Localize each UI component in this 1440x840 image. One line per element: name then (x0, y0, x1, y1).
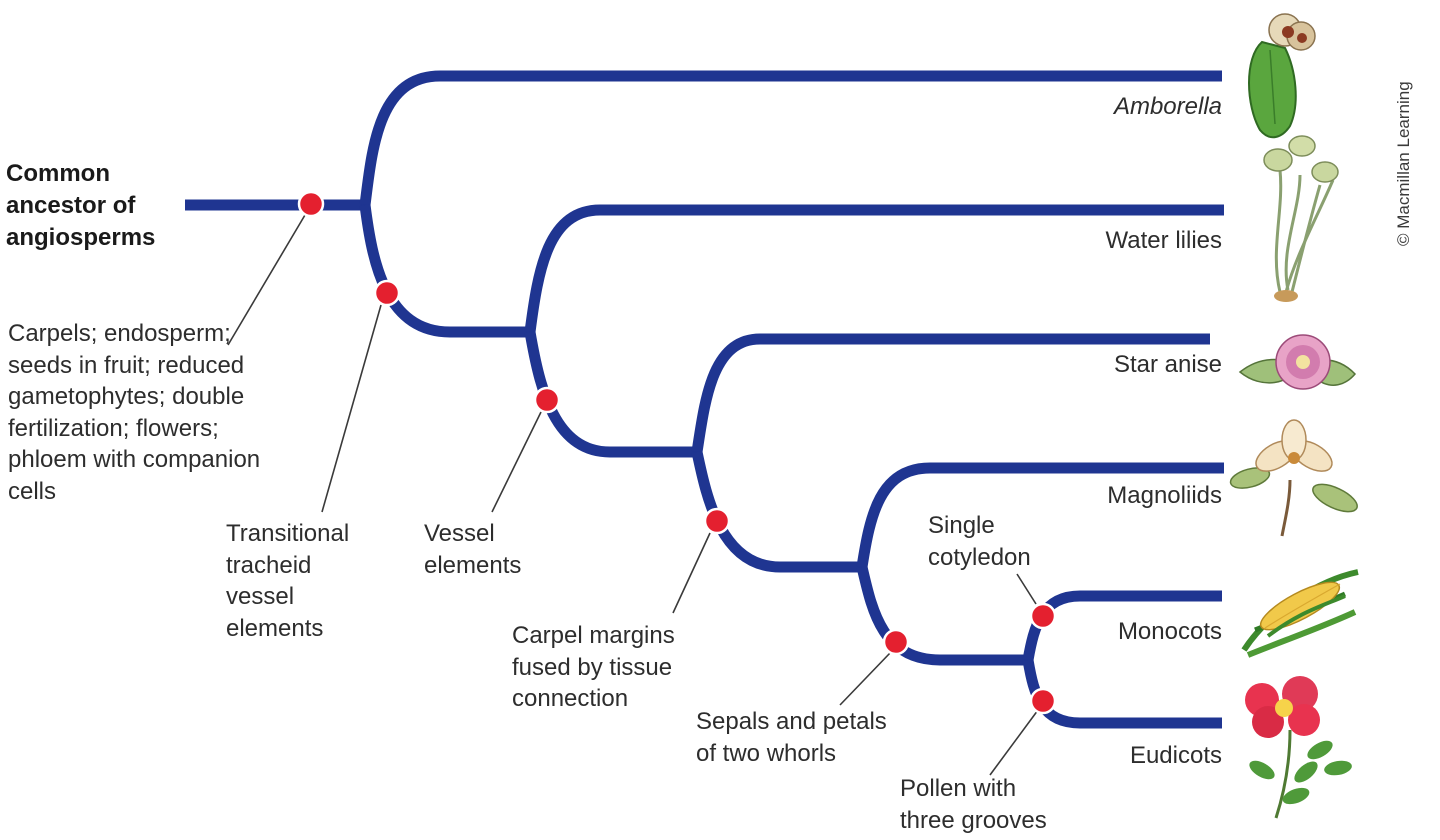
branch-stem-4 (856, 565, 1028, 666)
taxon-magnoliids: Magnoliids (1107, 482, 1222, 509)
taxon-eudicots: Eudicots (1129, 742, 1222, 769)
marker-angiosperm (297, 190, 325, 218)
leader-lines (227, 214, 1039, 776)
trait-label-cotyledon: Single cotyledon (928, 512, 1031, 571)
taxon-water-lilies: Water lilies (1105, 227, 1222, 254)
marker-sepals (882, 628, 910, 656)
branch-magnoliids (856, 462, 1224, 568)
marker-cotyledon (1029, 602, 1057, 630)
copyright-credit: © Macmillan Learning (1394, 81, 1413, 246)
taxon-star-anise: Star anise (1113, 351, 1222, 378)
branch-water-lilies (524, 204, 1224, 333)
branch-star-anise (691, 333, 1210, 453)
leader-carpel (672, 532, 711, 614)
marker-pollen (1029, 687, 1057, 715)
branch-stem-1 (359, 204, 530, 338)
leader-angiosperm (227, 214, 306, 346)
branch-amborella (359, 70, 1222, 206)
taxon-monocots: Monocots (1117, 618, 1222, 645)
trait-label-pollen: Pollen with three grooves (900, 775, 1047, 834)
marker-carpel (703, 507, 731, 535)
leader-cotyledon (1016, 573, 1037, 605)
branch-stem-2 (524, 331, 697, 458)
tree-branches (185, 70, 1224, 729)
magnolia-flower-illustration (1229, 419, 1358, 537)
trait-label-tracheid: Transitional tracheid vessel elements (226, 520, 350, 642)
leader-sepals (839, 652, 891, 706)
amborella-flower-illustration (1248, 13, 1316, 139)
branch-eudicots (1022, 659, 1222, 729)
rose-illustration (1245, 676, 1352, 819)
trait-label-sepals: Sepals and petals of two whorls (696, 708, 887, 767)
marker-tracheid (373, 279, 401, 307)
trait-label-vessel: Vessel elements (424, 520, 522, 579)
trait-label-angiosperm: Carpels; endosperm; seeds in fruit; redu… (8, 320, 261, 505)
taxon-amborella: Amborella (1113, 93, 1222, 120)
corn-illustration (1241, 569, 1359, 658)
trait-label-carpel: Carpel margins fused by tissue connectio… (512, 622, 675, 712)
water-lily-illustration (1263, 135, 1339, 302)
leader-vessel (491, 411, 542, 513)
leader-tracheid (321, 304, 382, 513)
marker-vessel (533, 386, 561, 414)
root-label: Common ancestor of angiosperms (6, 160, 156, 251)
star-anise-flower-illustration (1238, 334, 1357, 390)
leader-pollen (989, 709, 1039, 776)
trait-markers (297, 190, 1057, 715)
